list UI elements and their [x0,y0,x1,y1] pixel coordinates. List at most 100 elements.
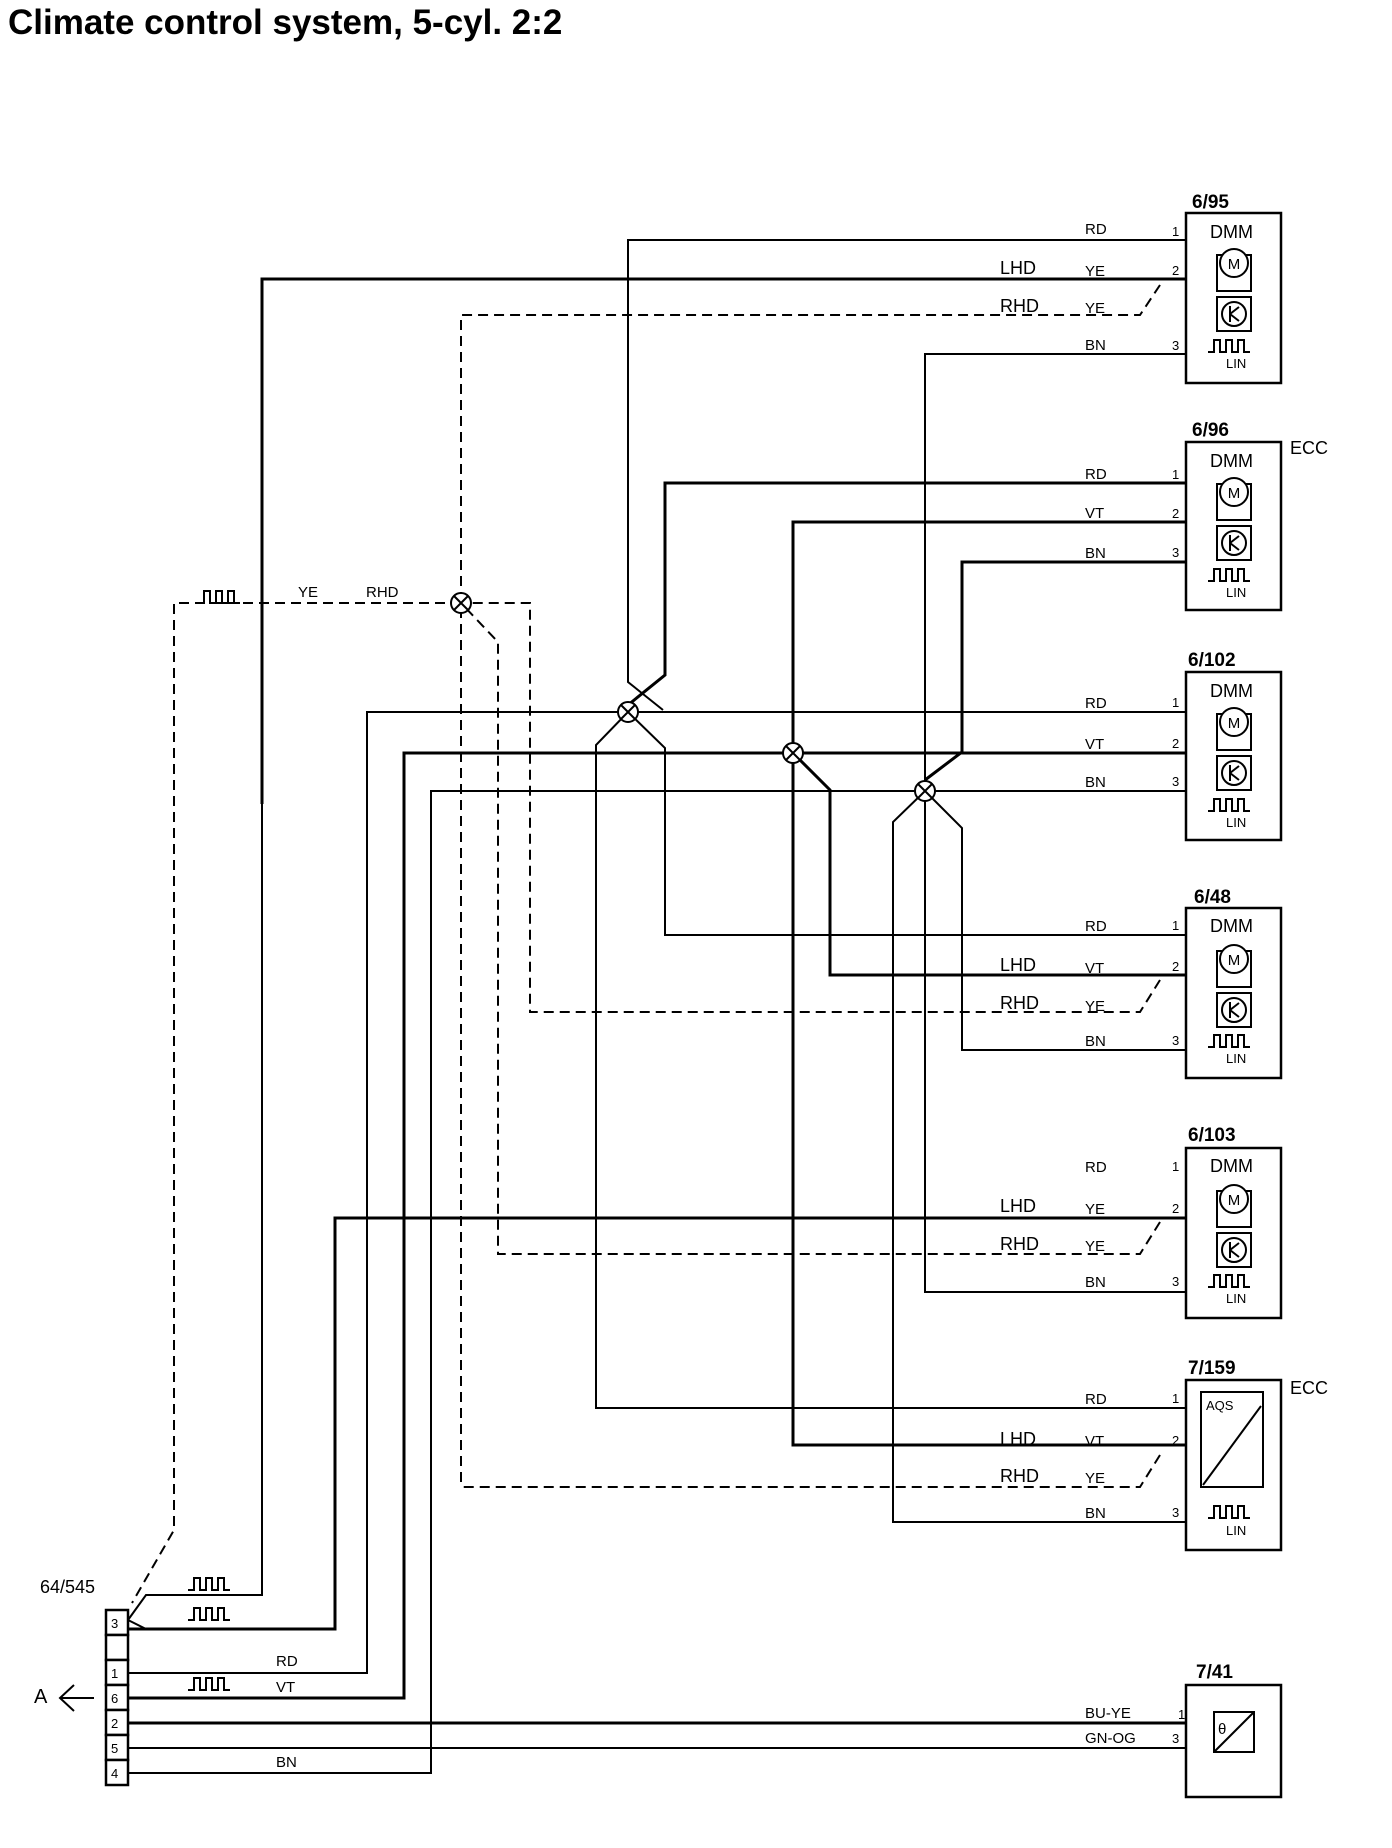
wire-pwm-rhd [131,602,461,1604]
wire-color: YE [1085,998,1105,1015]
pin-number: 3 [1172,1274,1179,1289]
component-type: DMM [1210,222,1253,242]
wire-color: BN [1085,774,1106,791]
wire-color: GN-OG [1085,1730,1136,1747]
pin-number: 2 [1172,1201,1179,1216]
wire-pwm-lhd [172,804,263,1596]
arrow-label: A [34,1686,48,1708]
wire-6-95-rd [627,239,1186,711]
wire-rd-splice-branch [595,711,1186,1409]
pin-number: 2 [1172,506,1179,521]
wire-rd-splice-branch-2 [627,711,1186,936]
wire-6-96-rd [627,481,1186,707]
component-6-103: 6/103 DMM LIN [1184,1125,1283,1320]
wire-color: VT [1085,505,1104,522]
wire-6-103-ye-lhd [128,1216,1186,1631]
wire-bn-splice-branch-2 [924,790,1186,1051]
component-output: LIN [1226,1523,1246,1538]
wire-bn-splice-branch [892,790,1186,1523]
wire-label-vt: VT [276,1679,295,1696]
pwm-symbol [187,1607,231,1621]
wire-variant: RHD [1000,993,1039,1013]
wire-color: RD [1085,466,1107,483]
component-id: 6/95 [1192,192,1229,213]
wire-6-102-rd [128,711,1186,1674]
component-output: LIN [1226,1051,1246,1066]
pin-number: 1 [1172,918,1179,933]
component-output: LIN [1226,815,1246,830]
wire-7-159-ye-rhd [461,1454,1161,1488]
wire-variant: LHD [1000,1429,1036,1449]
component-type: DMM [1210,916,1253,936]
component-output: LIN [1226,585,1246,600]
wire-label-ye: YE [298,584,318,601]
pin-number: 1 [1172,1391,1179,1406]
wire-color: BU-YE [1085,1705,1131,1722]
wire-6-96-bn [924,560,1186,782]
wire-color: RD [1085,221,1107,238]
wire-label-rhd: RHD [366,584,399,601]
wire-color: VT [1085,736,1104,753]
component-id: 6/96 [1192,420,1229,441]
splice-rd [617,701,639,723]
wire-color: YE [1085,300,1105,317]
wire-color: YE [1085,1470,1105,1487]
connector-pin: 2 [111,1716,118,1731]
component-output: LIN [1226,1291,1246,1306]
component-type: DMM [1210,681,1253,701]
component-7-41: 7/41 θ [1184,1662,1283,1799]
wire-color: RD [1085,918,1107,935]
wire-color: VT [1085,960,1104,977]
splice-vt [782,742,804,764]
component-id: 6/103 [1188,1125,1236,1146]
wire-variant: RHD [1000,1466,1039,1486]
pin-number: 3 [1172,338,1179,353]
wire-color: VT [1085,1433,1104,1450]
component-6-48: 6/48 DMM LIN [1184,887,1283,1080]
component-type: DMM [1210,1156,1253,1176]
svg-text:θ: θ [1218,1721,1226,1738]
wire-6-48-ye-rhd [461,602,1161,1013]
pin-number: 1 [1172,224,1179,239]
connector-64-545: 64/545 3 1 6 2 5 4 A [34,1577,335,1787]
wire-variant: RHD [1000,1234,1039,1254]
component-extra: ECC [1290,1378,1328,1398]
wire-vt-splice-branch [791,751,1186,977]
pin-number: 2 [1172,263,1179,278]
pin-number: 2 [1172,1433,1179,1448]
pin-number: 3 [1172,1033,1179,1048]
connector-pin: 4 [111,1766,118,1781]
page-title: Climate control system, 5-cyl. 2:2 [8,3,562,42]
pin-number: 2 [1172,736,1179,751]
wire-color: YE [1085,1201,1105,1218]
connector-pin: 1 [111,1666,118,1681]
wire-label-rd: RD [276,1653,298,1670]
pin-number: 3 [1172,1505,1179,1520]
wire-color: RD [1085,695,1107,712]
pin-number: 1 [1178,1707,1185,1722]
wire-6-95-ye-lhd [260,277,1186,804]
pin-number: 1 [1172,695,1179,710]
component-id: 7/159 [1188,1358,1236,1379]
wire-color: BN [1085,1274,1106,1291]
wire-color: YE [1085,1238,1105,1255]
component-type: AQS [1206,1398,1234,1413]
pin-number: 1 [1172,467,1179,482]
connector-id: 64/545 [40,1577,95,1597]
connector-pin: 6 [111,1691,118,1706]
connector-pin: 3 [111,1616,118,1631]
component-extra: ECC [1290,438,1328,458]
pwm-symbol [197,590,241,604]
component-6-102: 6/102 DMM LIN [1184,650,1283,842]
wire-6-95-ye-rhd [460,284,1161,1487]
pwm-symbol [187,1577,231,1591]
pin-number: 3 [1172,545,1179,560]
pin-number: 2 [1172,959,1179,974]
wire-color: YE [1085,263,1105,280]
wire-color: BN [1085,545,1106,562]
component-output: LIN [1226,356,1246,371]
wires [128,239,1186,1774]
wire-color: BN [1085,1505,1106,1522]
pin-number: 3 [1172,1731,1179,1746]
wire-variant: LHD [1000,955,1036,975]
